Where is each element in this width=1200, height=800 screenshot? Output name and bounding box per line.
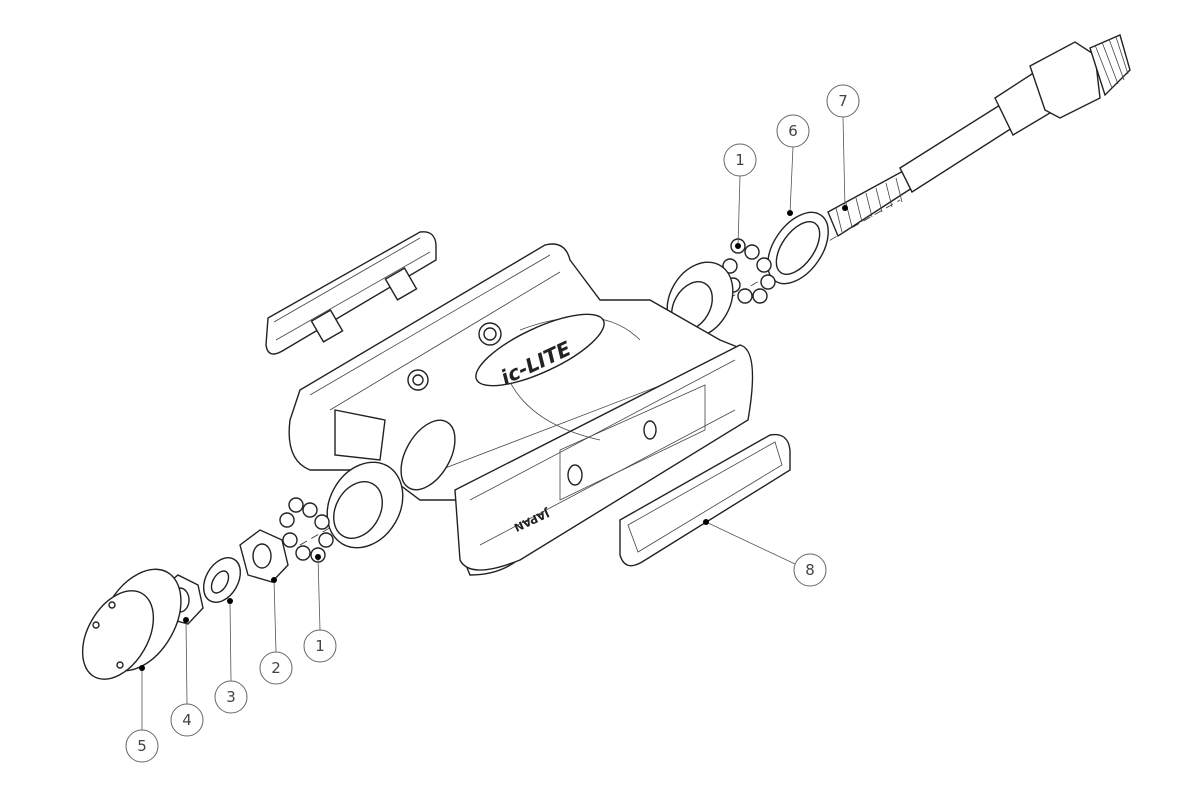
callout-7: 7 [826, 84, 860, 211]
callout-2: 2 [259, 577, 293, 685]
callout-1-top: 1 [723, 143, 757, 249]
svg-text:7: 7 [838, 92, 848, 110]
callout-4: 4 [170, 617, 204, 737]
svg-text:3: 3 [226, 688, 236, 706]
dust-cap [81, 568, 182, 680]
front-traction-pin-plate [619, 433, 791, 567]
callout-5: 5 [125, 665, 159, 763]
axle-spindle [827, 34, 1131, 238]
callout-6: 6 [776, 114, 810, 216]
callout-1-bottom: 1 [303, 554, 337, 663]
svg-text:1: 1 [315, 637, 325, 655]
ball-bearings-bottom [279, 497, 334, 563]
rear-traction-pin-plate [265, 231, 437, 355]
callout-3: 3 [214, 598, 248, 714]
lock-washer [202, 557, 242, 603]
svg-text:5: 5 [137, 737, 147, 755]
callout-8: 8 [703, 519, 827, 587]
svg-text:6: 6 [788, 122, 798, 140]
pedal-body: ic-LITE JAPAN [288, 243, 754, 576]
cone-nut [239, 529, 289, 583]
svg-text:8: 8 [805, 561, 815, 579]
callouts: 1 6 7 8 1 2 3 4 5 [125, 84, 860, 763]
svg-text:4: 4 [182, 711, 192, 729]
bearing-cup-inner [326, 461, 404, 549]
svg-text:1: 1 [735, 151, 745, 169]
brand-badge [475, 313, 605, 387]
svg-text:2: 2 [271, 659, 281, 677]
